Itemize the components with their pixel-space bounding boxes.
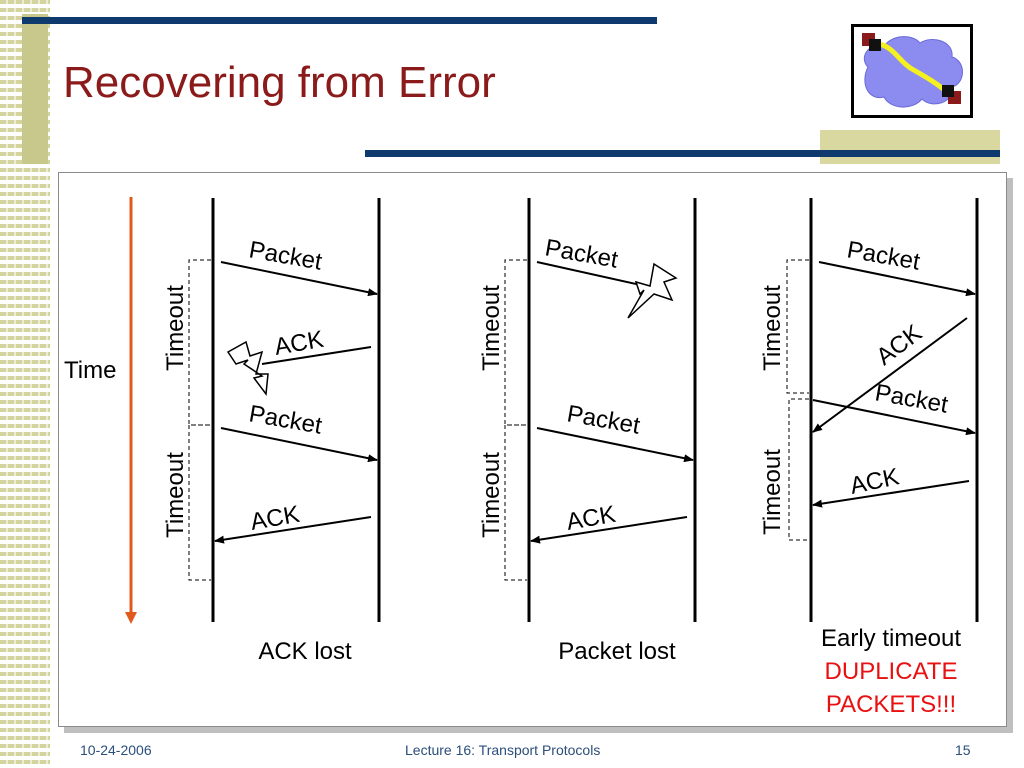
scenario-caption: ACK lost	[258, 638, 352, 665]
packet-label: Packet	[873, 379, 950, 418]
timeout-label: Timeout	[162, 452, 189, 538]
ack-arrow-diagonal	[812, 317, 968, 433]
decorative-olive-block	[820, 130, 1000, 164]
network-cloud-logo	[851, 24, 973, 118]
packet-arrow-lost	[536, 261, 646, 287]
timeout-label: Timeout	[759, 285, 786, 371]
packet-arrow	[818, 261, 976, 297]
timeout-brackets-1	[188, 259, 211, 581]
timeout-label: Timeout	[759, 449, 786, 535]
decorative-top-rule	[22, 17, 657, 24]
timeout-bracket-3a	[786, 259, 809, 394]
packet-arrow-duplicate	[812, 399, 976, 436]
ack-label: ACK	[564, 501, 617, 536]
duplicate-warning-line1: DUPLICATE	[825, 658, 958, 685]
timeout-label: Timeout	[162, 285, 189, 371]
ack-arrow	[812, 480, 970, 508]
slide-title: Recovering from Error	[63, 58, 496, 107]
packet-label: Packet	[247, 400, 324, 439]
packet-arrow	[220, 427, 378, 463]
footer-date: 10-24-2006	[80, 742, 152, 758]
footer-title: Lecture 16: Transport Protocols	[405, 742, 601, 758]
timeout-brackets-2	[504, 259, 527, 581]
diagram-panel	[58, 172, 1007, 727]
footer-page-number: 15	[955, 742, 971, 758]
ack-label: ACK	[848, 463, 902, 500]
packet-arrow	[220, 261, 378, 297]
ack-arrow	[214, 516, 372, 544]
ack-arrow-lost	[261, 346, 372, 365]
scenario-caption: Packet lost	[558, 638, 676, 665]
ack-label: ACK	[871, 320, 927, 371]
timeout-label: Timeout	[478, 285, 505, 371]
decorative-olive-bar	[22, 14, 48, 164]
scenario-caption: Early timeout	[821, 625, 961, 652]
ack-label: ACK	[248, 501, 301, 536]
lightning-bolt-icon	[226, 340, 269, 396]
packet-label: Packet	[543, 234, 620, 273]
time-arrowhead	[125, 612, 137, 624]
timeout-bracket-3b	[788, 398, 809, 541]
timeout-label: Timeout	[478, 452, 505, 538]
lightning-bolt-icon	[627, 262, 678, 319]
decorative-bottom-rule	[365, 150, 1000, 157]
packet-label: Packet	[565, 400, 642, 439]
ack-arrow	[530, 516, 688, 544]
network-cloud-icon	[862, 33, 963, 108]
time-label: Time	[64, 357, 116, 384]
duplicate-warning-line2: PACKETS!!!	[826, 691, 956, 718]
packet-arrow	[536, 427, 694, 463]
